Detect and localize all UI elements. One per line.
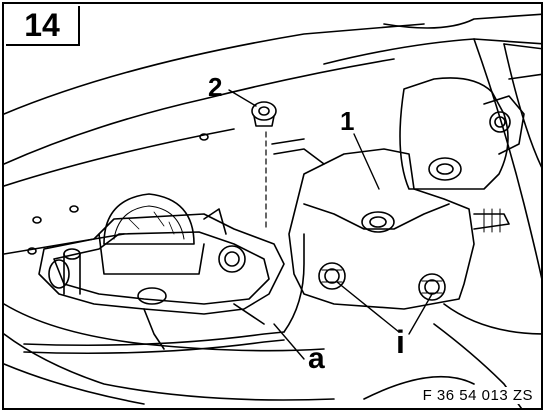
body-holes [27, 133, 209, 255]
leader-lines [228, 89, 433, 360]
illustration-frame: 14 2 1 a i F 36 54 013 ZS [2, 2, 543, 410]
callout-2: 2 [208, 72, 223, 102]
lock-plate [271, 138, 510, 310]
step-number-box: 14 [6, 6, 80, 46]
operating-rod [23, 233, 305, 355]
upper-hinge-bracket [399, 43, 541, 190]
body-contours [4, 13, 541, 408]
nut-2 [251, 101, 277, 230]
callout-a: a [308, 342, 325, 375]
mechanical-drawing [4, 13, 541, 408]
callout-1: 1 [340, 106, 355, 136]
callout-i: i [396, 324, 405, 360]
latch-assembly [38, 193, 285, 350]
figure-code: F 36 54 013 ZS [420, 387, 535, 404]
plate-bolts [318, 262, 446, 301]
